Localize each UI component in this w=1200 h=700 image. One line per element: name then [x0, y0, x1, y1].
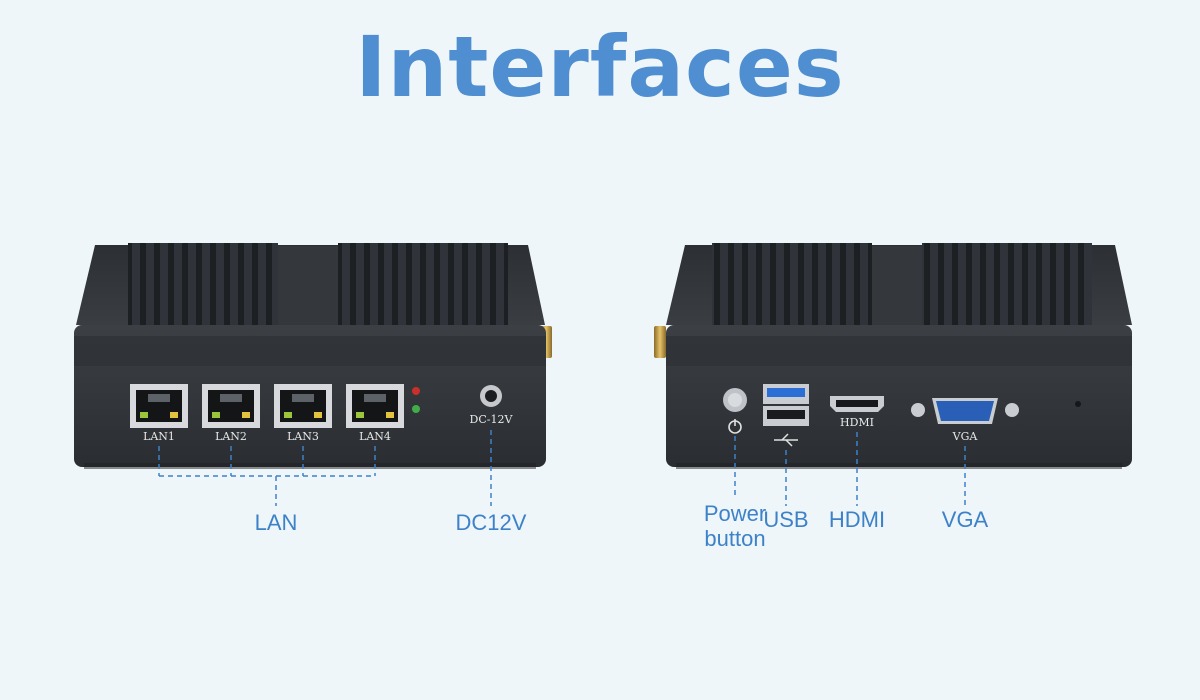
lan-port-4 [346, 384, 404, 428]
power-callout-line2: button [704, 526, 766, 551]
front-device: LAN1 LAN2 LAN3 LAN4 DC-12V [74, 243, 552, 469]
heatsink-fins [922, 243, 1092, 325]
usb-callout: USB [763, 507, 809, 532]
usb-ports [763, 384, 809, 426]
page-title: Interfaces [355, 18, 845, 116]
power-button-callout: Power button [670, 501, 800, 551]
lan-port-1 [130, 384, 188, 428]
heatsink-fins [128, 243, 278, 325]
vga-port [911, 398, 1019, 424]
back-device: HDMI VGA [654, 243, 1132, 469]
dc-label: DC-12V [470, 413, 514, 426]
heatsink-fins [338, 243, 508, 325]
vga-callout: VGA [941, 507, 989, 532]
back-callout-lines [734, 432, 966, 506]
lan-port-2 [202, 384, 260, 428]
vga-label: VGA [952, 430, 979, 443]
lan4-label: LAN4 [359, 430, 391, 443]
lan-callout: LAN [254, 510, 298, 535]
reset-hole [1075, 401, 1081, 407]
antenna-connector [654, 326, 666, 358]
green-led [412, 405, 420, 413]
heatsink-fins [712, 243, 872, 325]
hdmi-callout: HDMI [828, 507, 886, 532]
lan2-label: LAN2 [215, 430, 247, 443]
lan-callout-lines [158, 446, 376, 506]
power-callout-line1: Power [703, 501, 767, 526]
usb-icon [774, 433, 798, 447]
lan3-label: LAN3 [287, 430, 319, 443]
hdmi-label: HDMI [840, 416, 874, 429]
dc12v-callout: DC12V [455, 510, 527, 535]
lan1-label: LAN1 [143, 430, 175, 443]
red-led [412, 387, 420, 395]
lan-port-3 [274, 384, 332, 428]
